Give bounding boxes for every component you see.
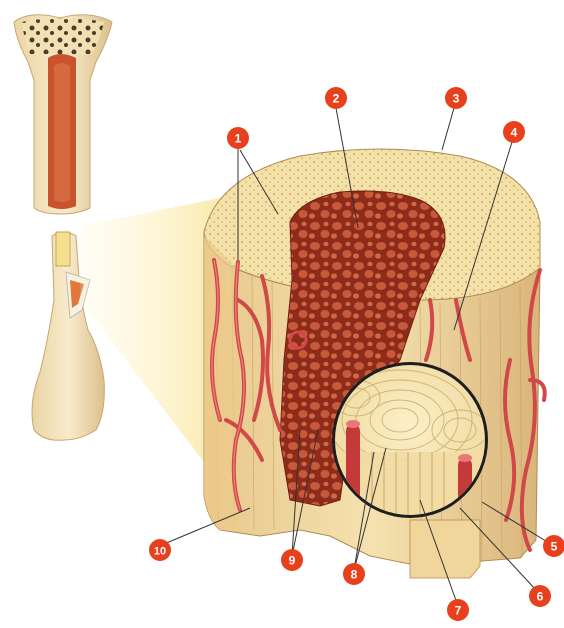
svg-text:9: 9 xyxy=(289,554,296,568)
label-3: 3 xyxy=(445,87,467,109)
svg-text:2: 2 xyxy=(333,92,340,106)
periosteum-left xyxy=(204,236,238,532)
svg-text:4: 4 xyxy=(511,126,518,140)
svg-text:3: 3 xyxy=(453,92,460,106)
svg-text:8: 8 xyxy=(351,568,358,582)
svg-text:5: 5 xyxy=(551,540,558,554)
label-10: 10 xyxy=(149,539,171,561)
label-5: 5 xyxy=(543,535,564,557)
label-1: 1 xyxy=(227,127,249,149)
label-8: 8 xyxy=(343,563,365,585)
long-bone-section-illustration xyxy=(14,15,112,214)
svg-text:1: 1 xyxy=(235,132,242,146)
svg-text:7: 7 xyxy=(455,604,462,618)
svg-text:10: 10 xyxy=(154,546,166,558)
label-9: 9 xyxy=(281,549,303,571)
label-2: 2 xyxy=(325,87,347,109)
svg-text:6: 6 xyxy=(537,590,544,604)
label-7: 7 xyxy=(447,599,469,621)
leader-line-3 xyxy=(442,108,454,150)
label-4: 4 xyxy=(503,121,525,143)
label-6: 6 xyxy=(529,585,551,607)
